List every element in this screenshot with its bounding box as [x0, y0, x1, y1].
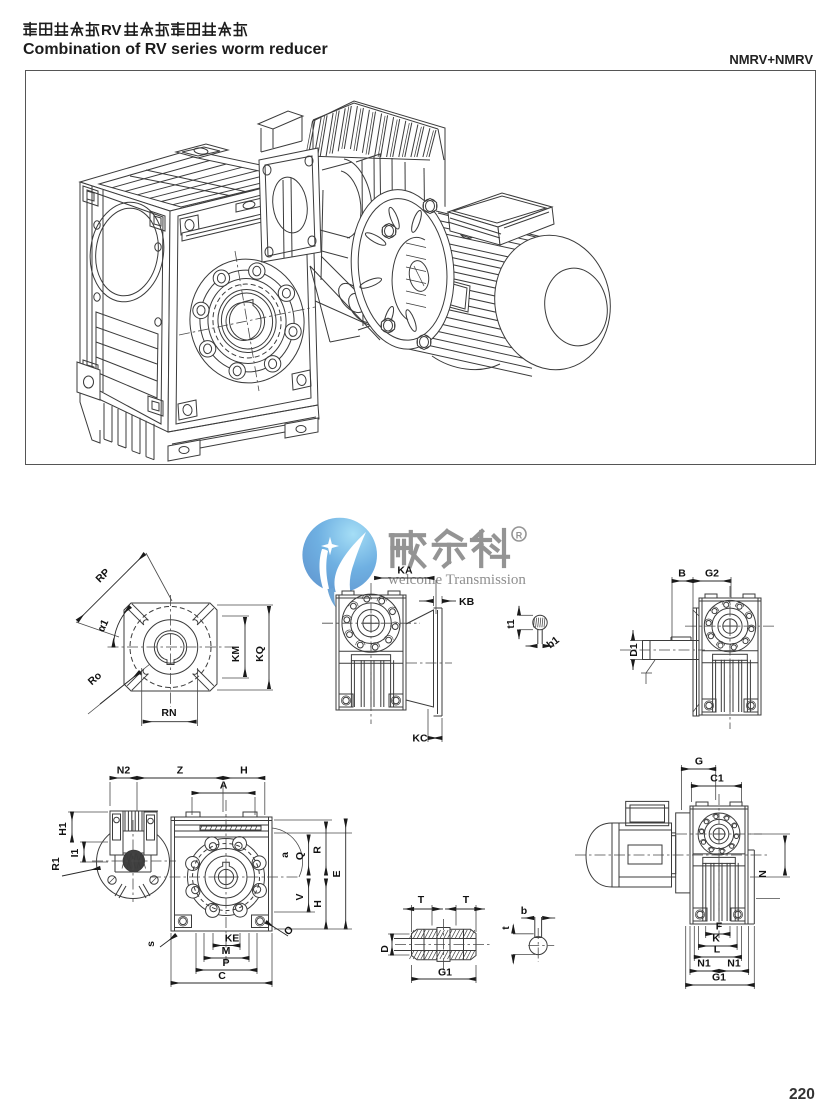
svg-text:KC: KC — [412, 733, 428, 745]
svg-text:G: G — [695, 756, 703, 768]
svg-text:t: t — [500, 926, 512, 930]
svg-text:D1: D1 — [628, 643, 640, 657]
svg-text:G2: G2 — [705, 568, 719, 580]
svg-text:R1: R1 — [50, 857, 62, 871]
svg-text:RV: RV — [101, 22, 122, 39]
svg-text:KE: KE — [225, 933, 240, 945]
svg-text:a: a — [279, 852, 291, 858]
svg-text:G1: G1 — [438, 967, 452, 979]
svg-text:C: C — [218, 970, 226, 982]
svg-text:T: T — [463, 894, 470, 906]
svg-text:t1: t1 — [505, 619, 517, 628]
svg-text:O: O — [282, 924, 296, 938]
svg-text:KQ: KQ — [254, 646, 266, 662]
svg-text:KA: KA — [397, 565, 413, 577]
svg-text:b1: b1 — [545, 634, 562, 651]
svg-text:L: L — [714, 944, 721, 956]
svg-text:N1: N1 — [697, 958, 711, 970]
svg-text:F: F — [716, 921, 723, 933]
svg-text:A: A — [220, 780, 228, 792]
svg-text:RP: RP — [93, 566, 112, 585]
svg-text:H: H — [240, 765, 248, 777]
svg-text:Ro: Ro — [86, 670, 104, 688]
svg-text:α1: α1 — [95, 617, 111, 633]
svg-text:C1: C1 — [710, 773, 724, 785]
svg-text:P: P — [222, 957, 229, 969]
svg-text:I1: I1 — [69, 848, 81, 857]
svg-text:N: N — [757, 870, 769, 878]
svg-text:N1: N1 — [727, 958, 741, 970]
svg-text:K: K — [712, 933, 720, 945]
svg-text:s: s — [145, 941, 157, 947]
svg-text:R: R — [312, 846, 324, 854]
svg-text:R: R — [516, 531, 523, 541]
svg-text:D: D — [379, 945, 391, 953]
svg-text:T: T — [418, 894, 425, 906]
svg-text:M: M — [222, 945, 231, 957]
svg-text:G1: G1 — [712, 972, 726, 984]
svg-text:E: E — [331, 870, 343, 877]
svg-text:V: V — [294, 893, 306, 900]
svg-text:KB: KB — [459, 596, 475, 608]
svg-text:B: B — [678, 568, 686, 580]
svg-text:N2: N2 — [117, 765, 131, 777]
svg-text:KM: KM — [230, 646, 242, 663]
svg-text:H1: H1 — [57, 822, 69, 836]
svg-text:b: b — [521, 905, 527, 917]
svg-text:Q: Q — [294, 852, 306, 860]
svg-text:RN: RN — [161, 707, 176, 719]
svg-text:H: H — [312, 900, 324, 908]
svg-text:Z: Z — [177, 765, 184, 777]
